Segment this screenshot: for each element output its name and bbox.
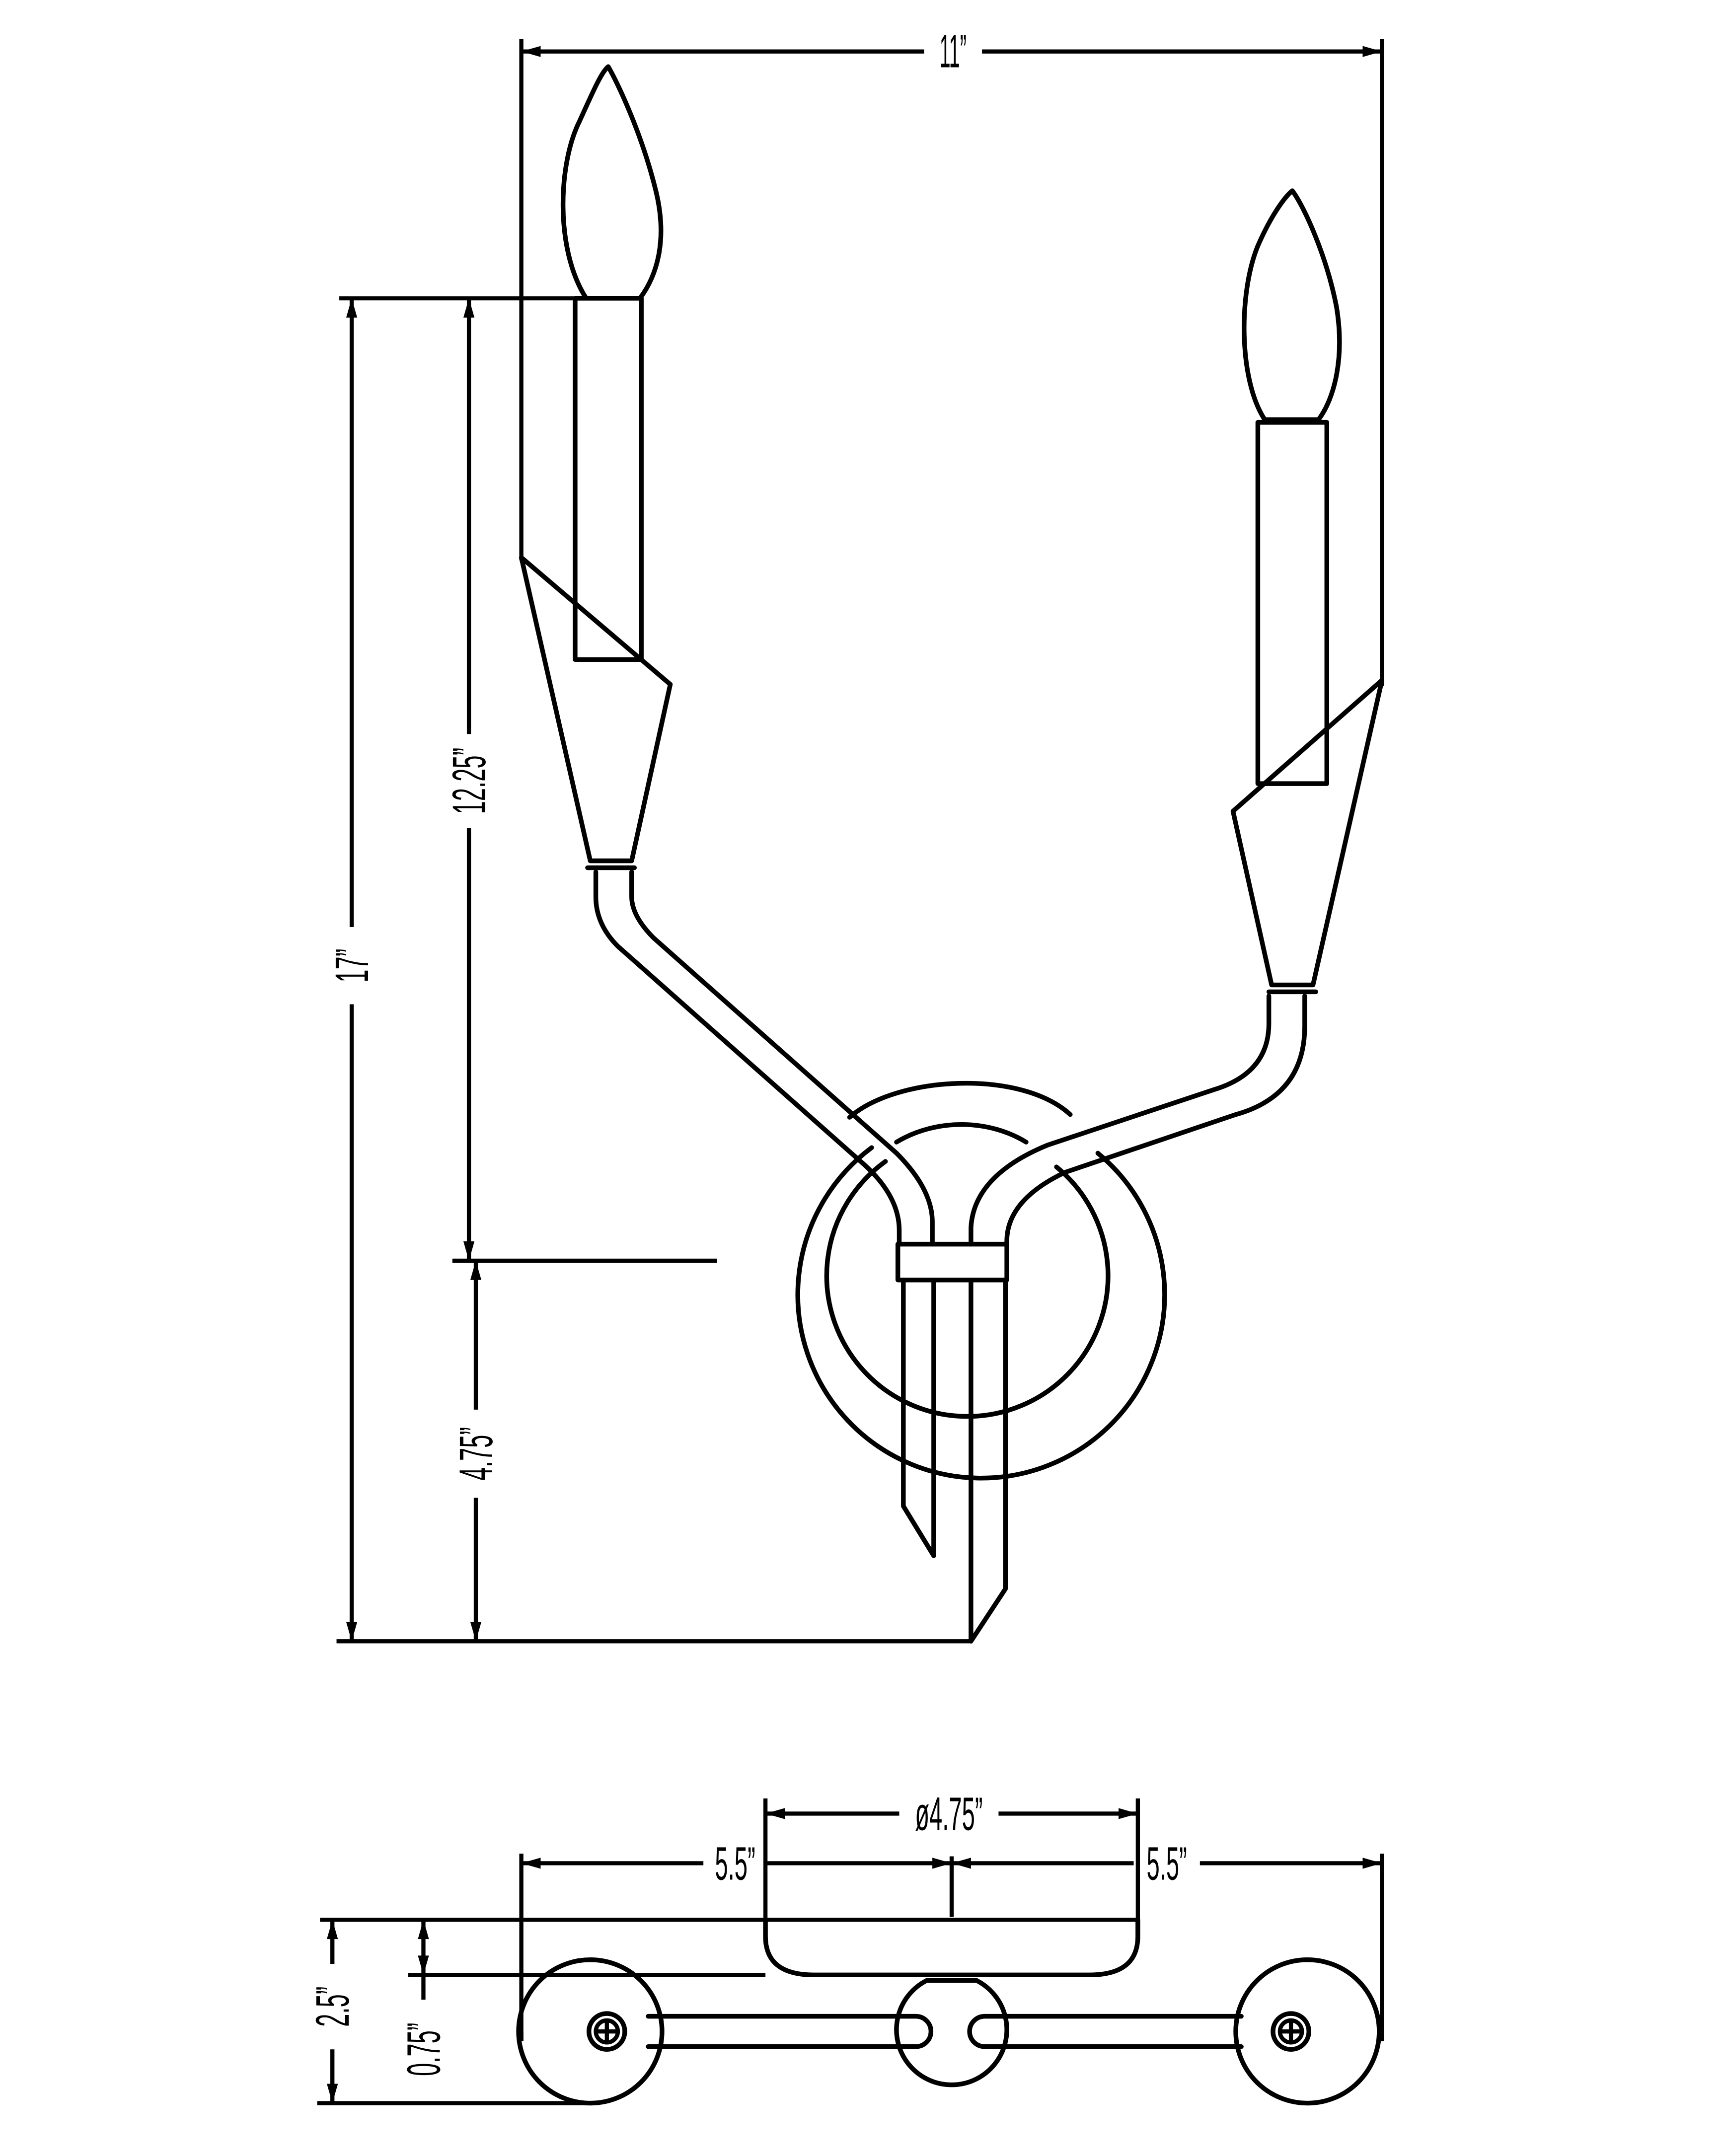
dimension-backplate-depth: 0.75” [397, 1920, 450, 2076]
label-backplate-diameter: ø4.75” [915, 1787, 982, 1840]
top-view: ø4.75” 5.5” 5.5” 2.5” [306, 1787, 1384, 2106]
arm-collar-band [895, 1241, 1009, 1283]
right-screw-outer [1271, 2011, 1311, 2052]
right-screw-inner [1277, 2018, 1304, 2045]
dimension-backplate-diameter: ø4.75” [765, 1787, 1138, 1840]
dimension-overall-width: 11” [521, 25, 1382, 78]
dimension-lower-height: 4.75” [450, 1260, 502, 1642]
right-arm-bar [967, 2013, 1244, 2049]
left-end-disc [516, 1957, 665, 2106]
dimension-left-half-width: 5.5” [521, 1837, 952, 1890]
backplate-outer-ring [847, 1080, 1073, 1120]
left-bobeche-cup [519, 555, 673, 863]
label-overall-depth: 2.5” [306, 1987, 359, 2027]
left-screw-inner [594, 2018, 620, 2045]
front-view: 11” 17” 12.25” 4.75” [325, 25, 1385, 1644]
label-upper-height: 12.25” [443, 748, 495, 814]
left-candle-sleeve [573, 295, 644, 662]
left-arm-bar [646, 2013, 933, 2049]
backplate-inner-ring-top [894, 1122, 1029, 1145]
right-bobeche-cup [1230, 678, 1385, 988]
right-bulb [1242, 188, 1342, 422]
right-end-disc [1233, 1957, 1382, 2106]
label-left-half-width: 5.5” [715, 1837, 755, 1889]
label-right-half-width: 5.5” [1147, 1837, 1187, 1889]
left-bulb [560, 64, 664, 301]
left-screw-outer [586, 2011, 627, 2052]
label-backplate-depth: 0.75” [397, 2022, 450, 2076]
right-candle-sleeve [1255, 420, 1330, 786]
backplate-profile [763, 1917, 1140, 1978]
dimension-overall-height: 17” [325, 298, 378, 1642]
center-hub [894, 1978, 1009, 2087]
dimension-right-half-width: 5.5” [951, 1837, 1382, 1890]
right-arm-outer [1004, 994, 1307, 1247]
label-overall-width: 11” [940, 25, 967, 78]
backplate-outer-ring-lower [795, 1145, 1167, 1481]
backplate-inner-ring [824, 1159, 1111, 1419]
right-arm-inner [969, 994, 1272, 1247]
left-arm-outer [593, 869, 902, 1247]
label-overall-height: 17” [325, 949, 378, 983]
right-spike [969, 1278, 1008, 1644]
left-spike [901, 1278, 936, 1558]
left-arm-inner [629, 869, 935, 1247]
label-lower-height: 4.75” [450, 1427, 502, 1481]
dimension-overall-depth: 2.5” [306, 1920, 359, 2103]
dimension-upper-height: 12.25” [443, 298, 495, 1261]
